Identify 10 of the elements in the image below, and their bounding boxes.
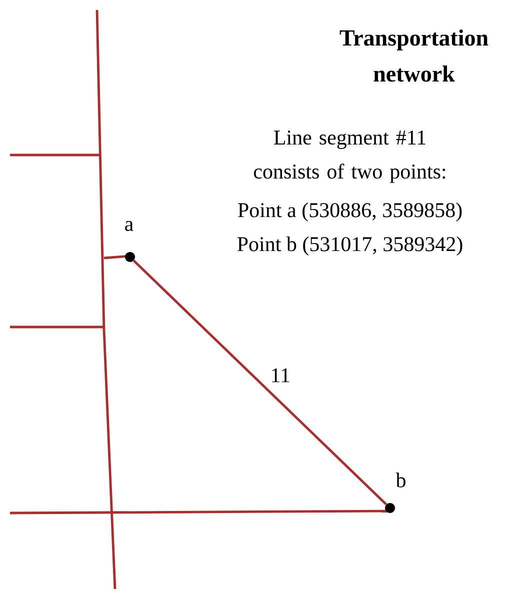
point-dot [385,503,395,513]
point-dot [125,252,135,262]
point-label: a [125,220,134,232]
title: Transportation network [340,30,488,82]
coordinate-text: Point a (530886, 3589858) [238,202,462,222]
description-text: Line segment #11 consists of two points: [254,130,446,183]
point-label: b [396,472,406,488]
coordinate-text: Point b (531017, 3589342) [237,236,462,256]
line-segment [132,260,388,506]
segment-label: 11 [272,368,290,382]
